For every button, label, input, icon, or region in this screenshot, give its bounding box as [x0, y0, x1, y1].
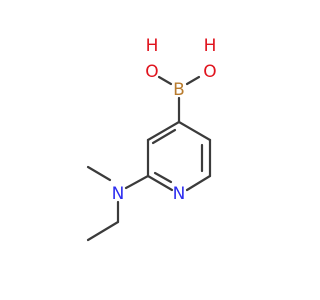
bond-nring-c6 [185, 174, 212, 192]
atom-n-amine: N [112, 184, 125, 204]
bond-c4-c3 [146, 120, 181, 142]
bond-b-o1 [157, 75, 173, 86]
bond-ch2-ch3 [86, 220, 120, 242]
bonds [86, 75, 212, 242]
bond-c5-c4 [177, 120, 212, 142]
atom-h1: H [146, 36, 159, 56]
bond-c2-namine [124, 174, 150, 190]
atom-o1: O [145, 62, 158, 82]
atom-n-ring: N [173, 184, 186, 204]
bond-b-o2 [185, 75, 201, 86]
atom-labels: H O H O B N N [112, 36, 217, 204]
bond-namine-methyl [86, 165, 112, 182]
molecule-structure: H O H O B N N [86, 36, 217, 242]
bond-c2-nring-double [153, 171, 173, 184]
atom-o2: O [203, 62, 216, 82]
atom-h2: H [204, 36, 217, 56]
bond-c2-nring [146, 174, 174, 192]
bond-c4-c3-double [151, 128, 177, 145]
atom-boron: B [173, 80, 185, 100]
